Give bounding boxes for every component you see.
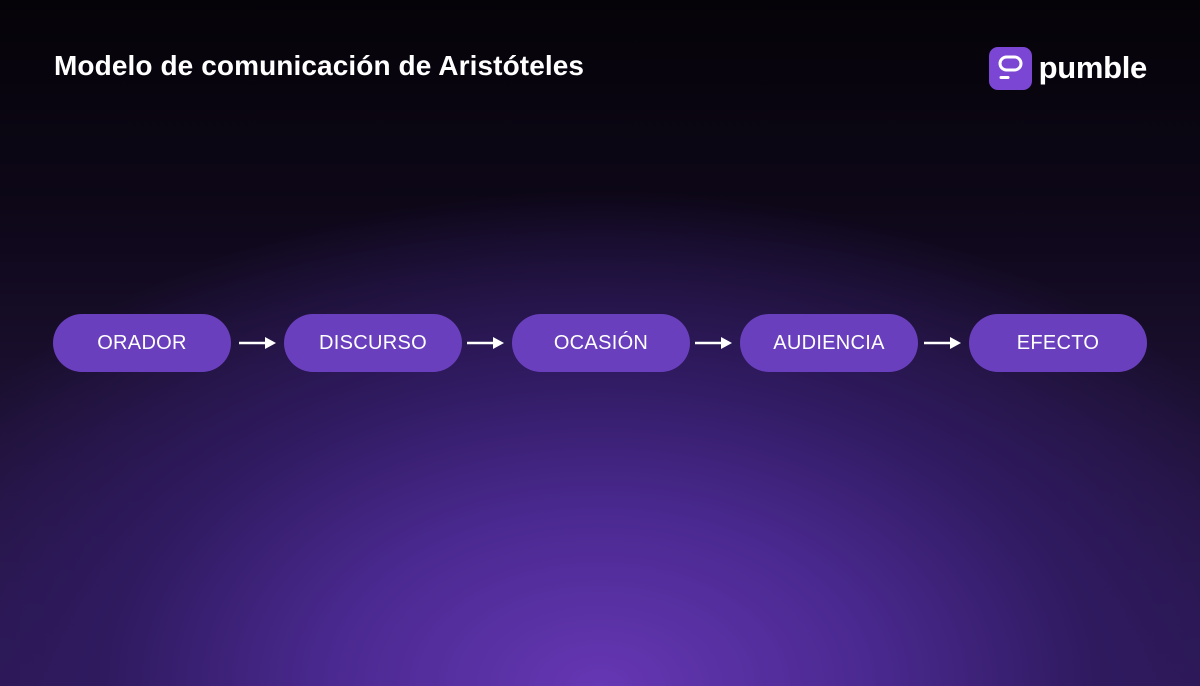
arrow-right-icon — [695, 337, 732, 349]
arrow-right-icon — [239, 337, 276, 349]
arrow-right-icon — [467, 337, 504, 349]
arrow-right-icon — [924, 337, 961, 349]
step-discurso: DISCURSO — [284, 314, 462, 372]
step-orador: ORADOR — [53, 314, 231, 372]
communication-flow-diagram: ORADOR DISCURSO OCASIÓN AUDIENCIA EFECTO — [53, 314, 1147, 372]
step-ocasion: OCASIÓN — [512, 314, 690, 372]
step-efecto: EFECTO — [969, 314, 1147, 372]
pumble-logo-icon — [988, 46, 1032, 90]
step-audiencia: AUDIENCIA — [740, 314, 918, 372]
brand-logo: pumble — [988, 46, 1148, 90]
brand-name: pumble — [1038, 50, 1148, 85]
page-title: Modelo de comunicación de Aristóteles — [54, 50, 585, 81]
